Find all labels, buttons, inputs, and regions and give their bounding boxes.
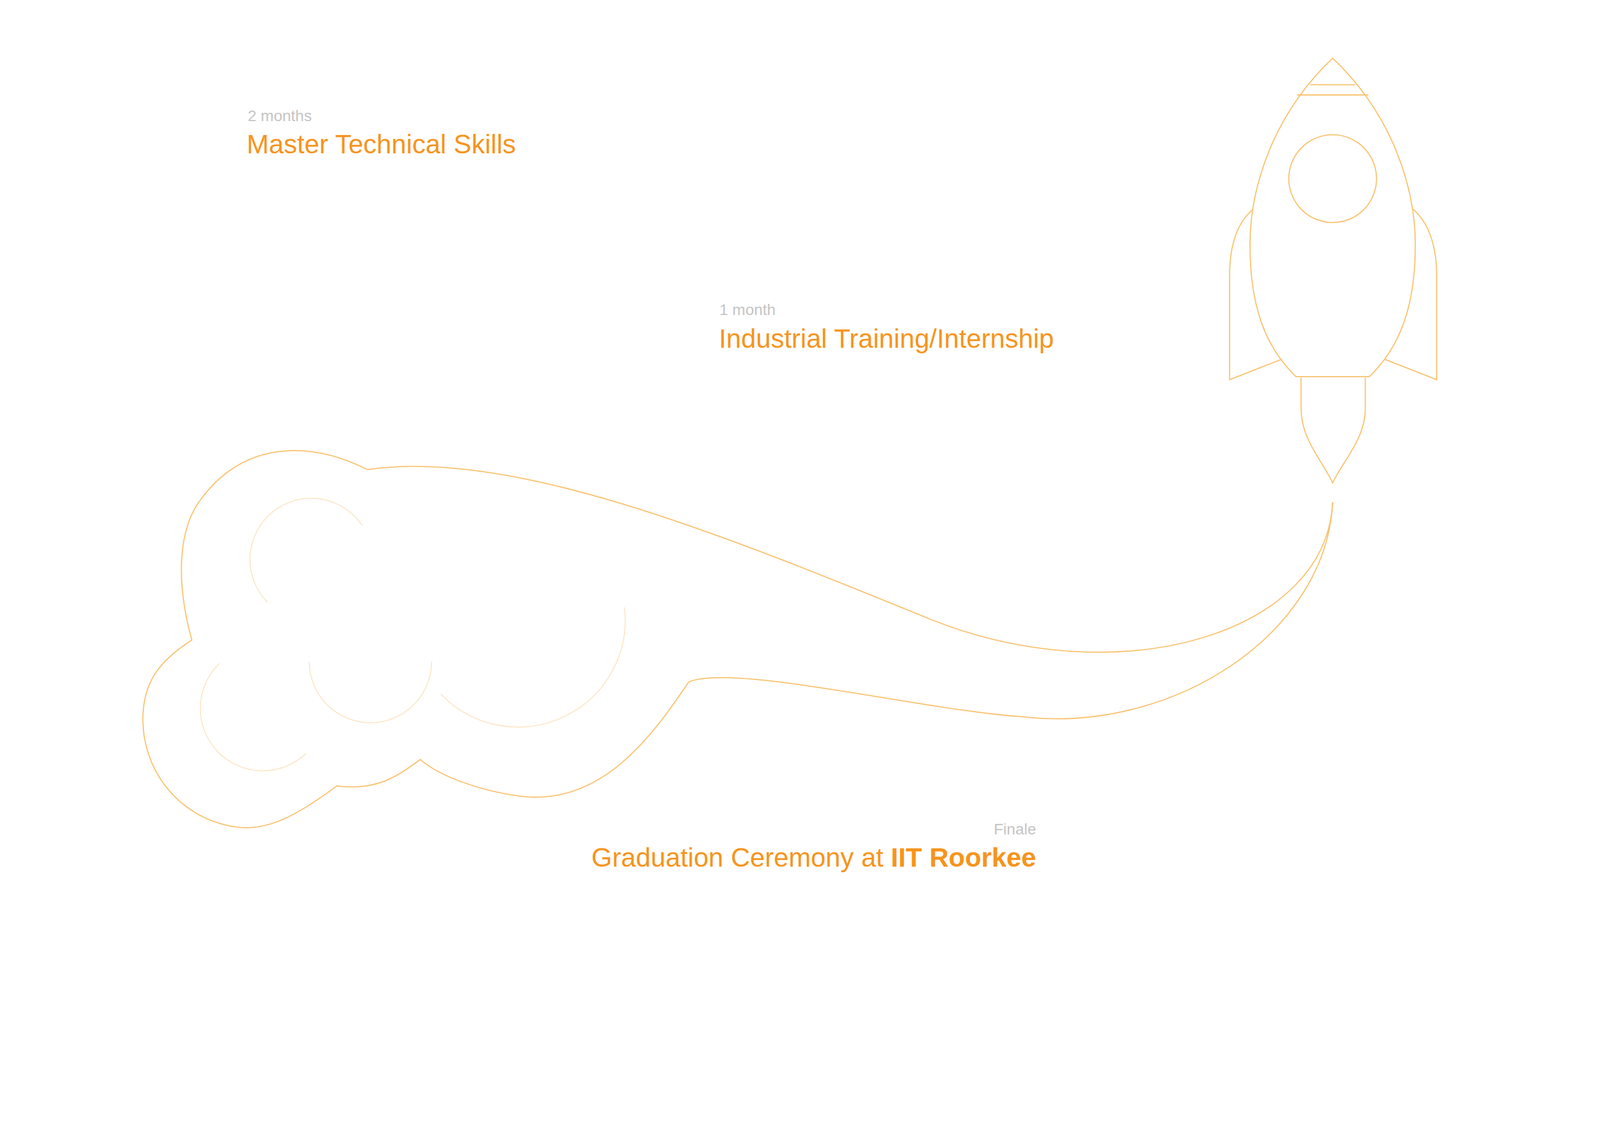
milestone-highlight: IIT Roorkee: [891, 842, 1037, 873]
milestone-title: Master Technical Skills: [246, 128, 517, 160]
rocket: [1229, 58, 1437, 483]
smoke-trail: [142, 450, 1333, 828]
milestone-title: Graduation Ceremony at: [591, 842, 884, 873]
duration-note: Finale: [993, 820, 1037, 839]
duration-note: 2 months: [247, 107, 312, 125]
duration-note: 1 month: [719, 301, 776, 319]
milestone-title: Industrial Training/Internship: [718, 323, 1054, 354]
smoke-puffs: [200, 498, 626, 772]
